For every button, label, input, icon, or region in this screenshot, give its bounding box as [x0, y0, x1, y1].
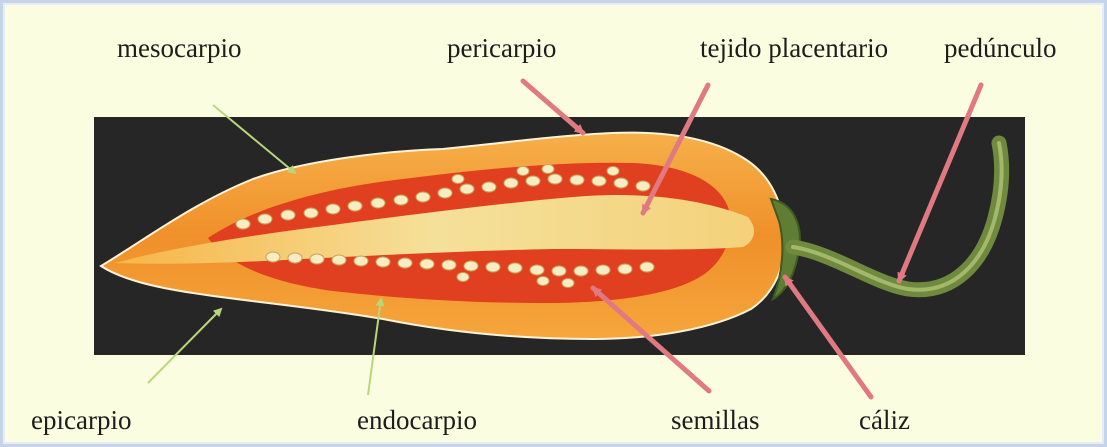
label-tejido-placentario: tejido placentario	[700, 35, 888, 62]
pepper-diagram	[3, 3, 1107, 447]
label-semillas: semillas	[671, 407, 760, 434]
label-endocarpio: endocarpio	[357, 407, 477, 434]
label-pedunculo: pedúnculo	[944, 35, 1056, 62]
label-epicarpio: epicarpio	[31, 407, 131, 434]
label-caliz: cáliz	[859, 407, 910, 434]
label-mesocarpio: mesocarpio	[117, 35, 241, 62]
label-pericarpio: pericarpio	[447, 35, 556, 62]
